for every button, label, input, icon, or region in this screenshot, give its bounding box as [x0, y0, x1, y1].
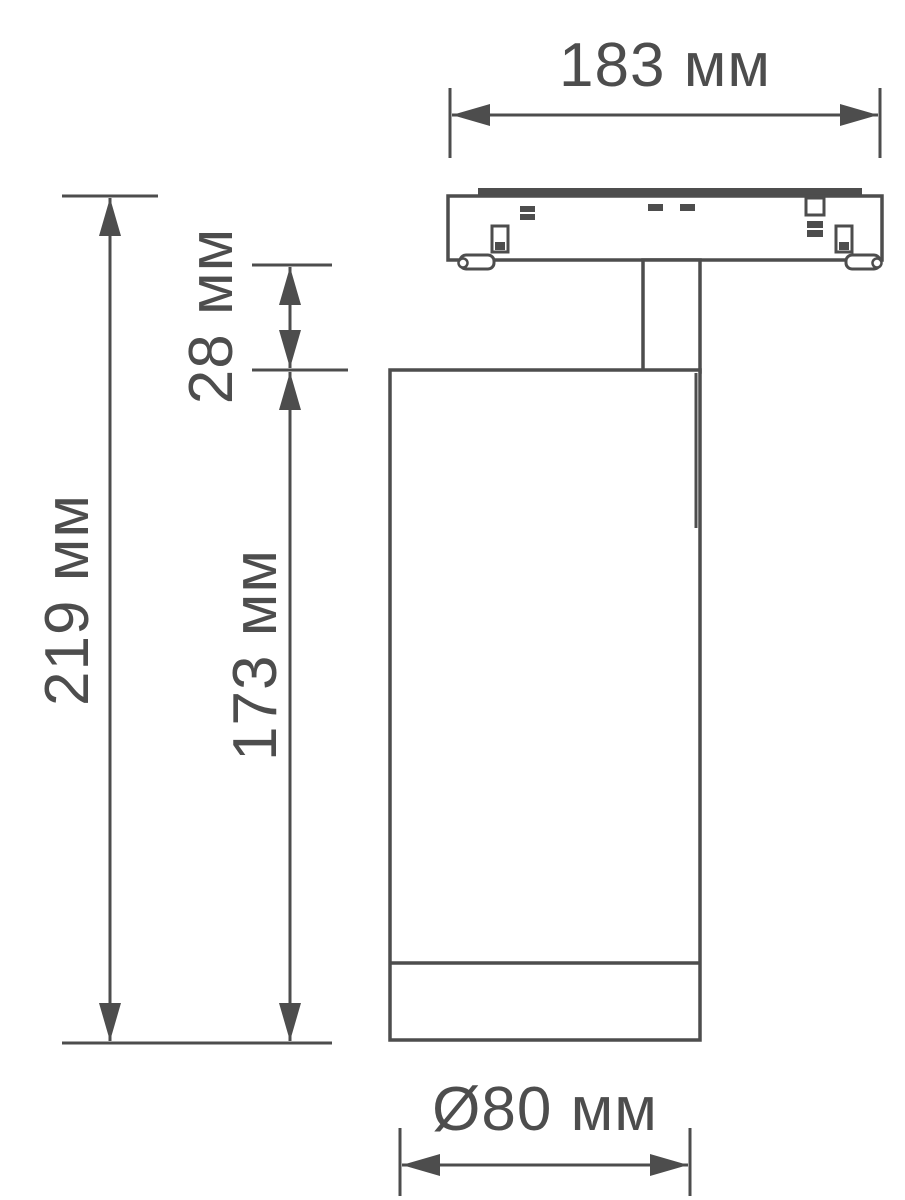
- arrowhead-down-icon: [99, 1003, 121, 1041]
- dim-label-track-width: 183 мм: [559, 31, 771, 100]
- adapter-center-slot-right: [680, 204, 695, 211]
- dimension-body-diameter: Ø80 мм: [398, 1075, 692, 1196]
- dim-label-total-height: 219 мм: [33, 494, 102, 706]
- adapter-right-contact-top: [807, 221, 823, 228]
- adapter-left-screw-slot: [495, 242, 505, 250]
- adapter-contact-plate: [478, 188, 862, 197]
- adapter-right-screw-slot: [839, 242, 849, 250]
- arrowhead-right-icon: [840, 104, 878, 126]
- dim-label-body-diameter: Ø80 мм: [432, 1075, 658, 1144]
- stem-body: [641, 258, 702, 374]
- adapter-left-roller: [457, 257, 469, 269]
- adapter-right-block: [804, 196, 826, 217]
- adapter-left-contact-bottom: [520, 214, 535, 220]
- dimension-track-width: 183 мм: [448, 31, 882, 158]
- adapter-right-roller: [871, 257, 883, 269]
- arrowhead-up-icon: [279, 267, 301, 305]
- arrowhead-up-icon: [99, 198, 121, 236]
- track-adapter: [446, 188, 884, 271]
- adapter-right-contact-bottom: [807, 230, 823, 237]
- arrowhead-left-icon: [402, 1154, 440, 1176]
- arrowhead-left-icon: [452, 104, 490, 126]
- lamp-body: [388, 368, 702, 1042]
- arrowhead-down-icon: [279, 1003, 301, 1041]
- dim-label-body-height: 173 мм: [221, 549, 290, 761]
- dimension-stem-height: 28 мм: [177, 228, 348, 404]
- arrowhead-right-icon: [650, 1154, 688, 1176]
- dimension-body-height: 173 мм: [221, 372, 301, 1041]
- arrowhead-up-icon: [279, 372, 301, 410]
- adapter-left-contact-top: [520, 206, 535, 212]
- adapter-center-slot-left: [648, 204, 663, 211]
- dim-label-stem-height: 28 мм: [177, 228, 246, 404]
- dimension-total-height: 219 мм: [33, 194, 332, 1045]
- stem: [641, 258, 702, 374]
- lamp-cylinder: [388, 368, 702, 1042]
- arrowhead-down-icon: [279, 330, 301, 368]
